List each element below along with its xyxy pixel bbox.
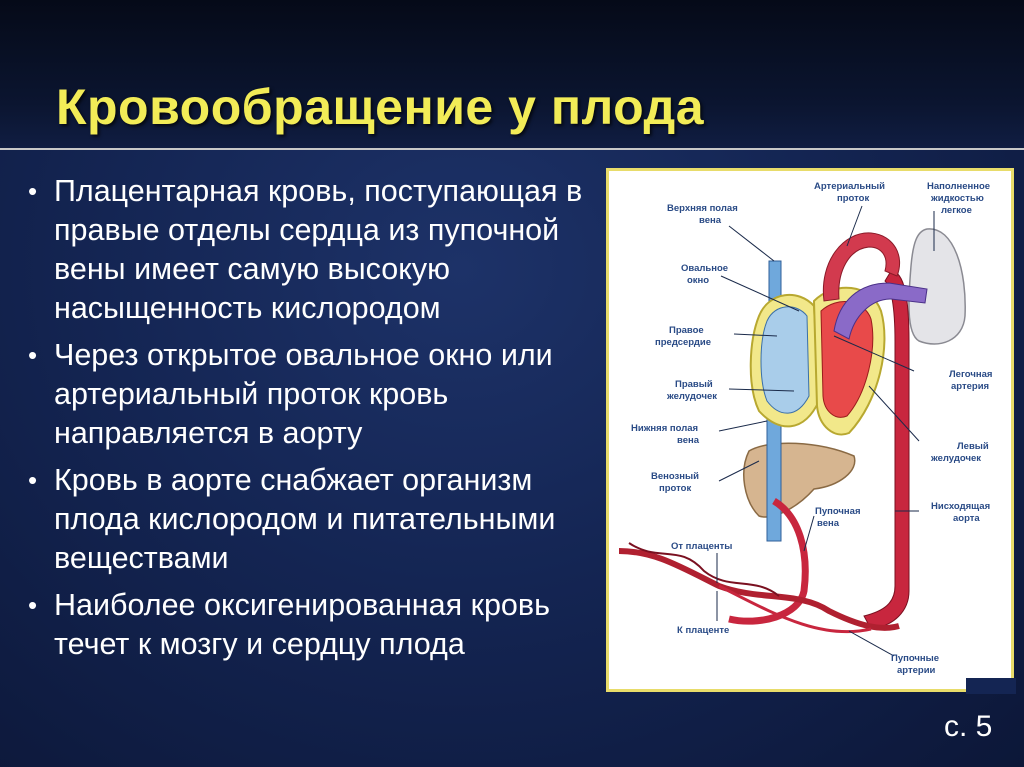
label-to-placenta: К плаценте [677, 625, 729, 636]
bullet-dot-icon: • [28, 590, 38, 620]
bullet-item: • Кровь в аорте снабжает организм плода к… [22, 461, 602, 578]
bullet-dot-icon: • [28, 340, 38, 370]
umbilical-arteries-path [718, 584, 872, 634]
bullet-dot-icon: • [28, 176, 38, 206]
title-divider [0, 148, 1024, 150]
umbilical-cord-twist [628, 542, 780, 597]
bullet-item: • Наиболее оксигенированная кровь течет к… [22, 586, 602, 664]
bullet-item: • Плацентарная кровь, поступающая в правы… [22, 172, 602, 328]
bullet-list: • Плацентарная кровь, поступающая в правы… [22, 172, 602, 672]
bullet-text: Через открытое овальное окно или артериа… [54, 338, 553, 450]
umbilical-cord [618, 548, 900, 631]
lung-shape [908, 228, 966, 345]
umbilical-vein-path [728, 498, 809, 625]
aortic-arch [822, 232, 901, 302]
bullet-text: Наиболее оксигенированная кровь течет к … [54, 588, 550, 661]
slide-title: Кровообращение у плода [56, 79, 705, 135]
figure-corner-notch [966, 678, 1016, 694]
pulmonary-trunk [833, 282, 928, 340]
heart-right-chamber [760, 306, 810, 414]
bullet-text: Кровь в аорте снабжает организм плода ки… [54, 463, 556, 575]
page-number: с. 5 [944, 710, 993, 743]
bullet-dot-icon: • [28, 465, 38, 495]
bullet-text: Плацентарная кровь, поступающая в правые… [54, 174, 583, 325]
label-pointer-lines [716, 205, 935, 657]
label-from-placenta: От плаценты [671, 541, 732, 552]
title-band [0, 0, 1024, 148]
bullet-item: • Через открытое овальное окно или артери… [22, 336, 602, 453]
